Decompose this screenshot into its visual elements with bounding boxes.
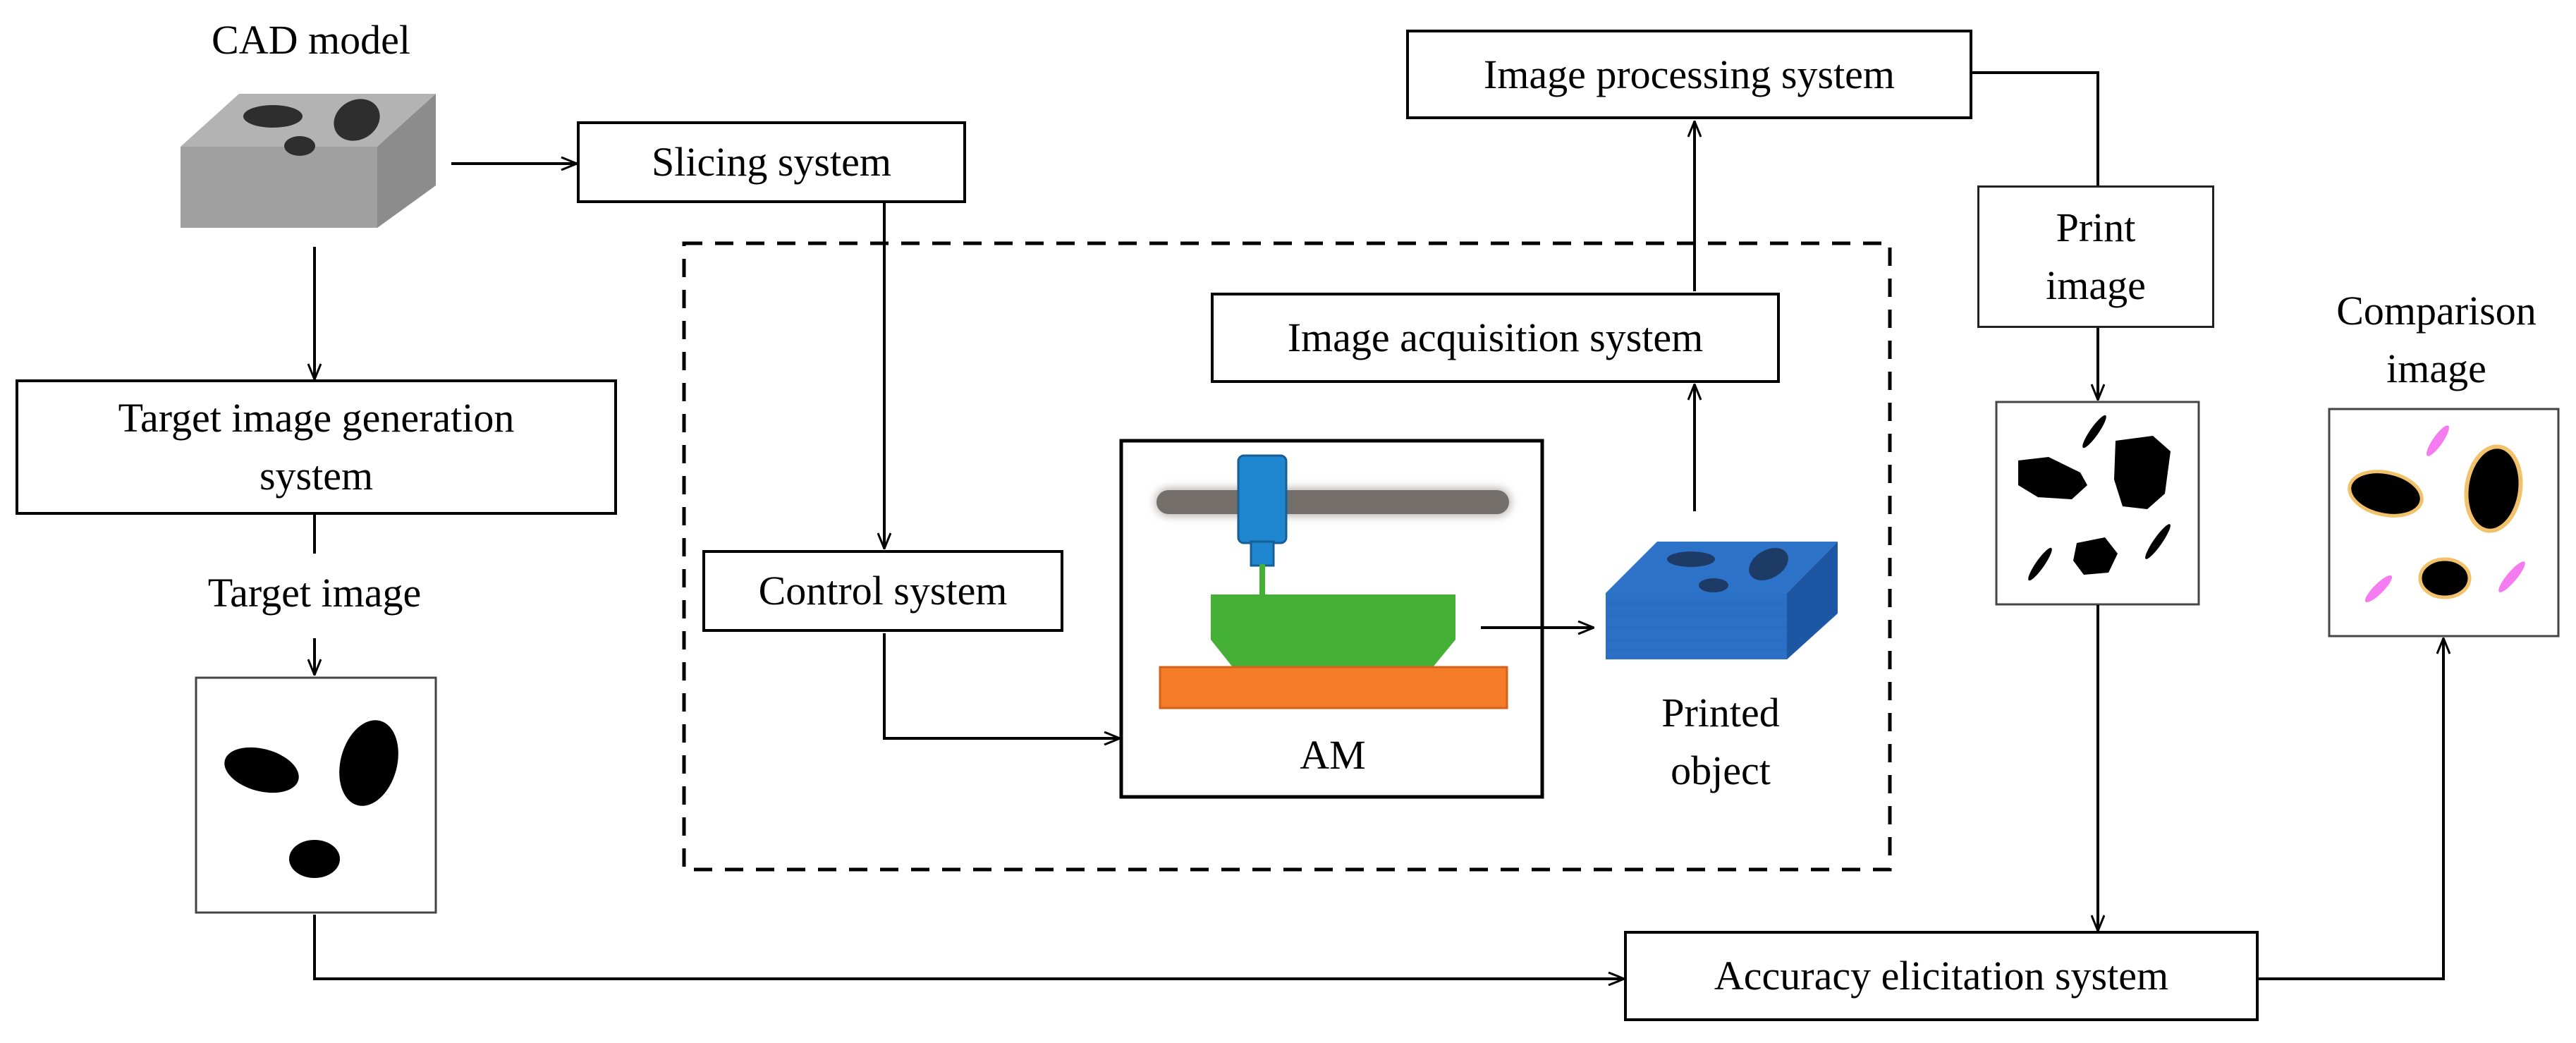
printed-line1: Printed bbox=[1661, 690, 1780, 736]
cad-model-block bbox=[181, 94, 436, 228]
cad-hole bbox=[284, 136, 315, 156]
slicing-system-label: Slicing system bbox=[652, 139, 891, 185]
filament bbox=[1259, 564, 1265, 596]
target-image-label: Target image bbox=[207, 570, 422, 616]
slicing-system-box: Slicing system bbox=[577, 121, 966, 203]
comparison-image-content bbox=[2328, 408, 2560, 638]
cad-hole bbox=[334, 99, 380, 141]
line-processing-to-print-label bbox=[1972, 71, 2099, 185]
image-acquisition-box: Image acquisition system bbox=[1211, 293, 1780, 383]
printed-object-illustration bbox=[1606, 542, 1838, 659]
accuracy-elicitation-box: Accuracy elicitation system bbox=[1624, 931, 2259, 1021]
nozzle-tip bbox=[1250, 540, 1275, 567]
comparison-image-panel bbox=[2328, 408, 2560, 638]
cad-hole bbox=[243, 105, 303, 128]
printer-rail bbox=[1156, 490, 1509, 514]
print-stroke bbox=[2145, 524, 2171, 559]
object-hole bbox=[1667, 551, 1715, 567]
cad-side-face bbox=[377, 94, 436, 228]
target-image-generation-box: Target image generation system bbox=[16, 379, 617, 515]
printed-object-label: Printed object bbox=[1580, 684, 1862, 800]
print-bed bbox=[1159, 666, 1508, 709]
arrow-control-to-am bbox=[883, 633, 1120, 738]
comparison-diff bbox=[2498, 561, 2525, 592]
print-blob bbox=[2018, 457, 2087, 499]
cad-model-label: CAD model bbox=[212, 17, 410, 63]
arrow-target-image-to-accuracy bbox=[313, 915, 1624, 979]
image-processing-label: Image processing system bbox=[1483, 51, 1896, 97]
print-stroke bbox=[2082, 415, 2106, 449]
control-system-label: Control system bbox=[758, 568, 1008, 614]
comparison-diff bbox=[2364, 575, 2393, 603]
object-side bbox=[1787, 542, 1838, 659]
print-stroke bbox=[2028, 547, 2052, 581]
print-image-line1: Print bbox=[2056, 205, 2136, 250]
target-gen-line1: Target image generation bbox=[118, 395, 515, 441]
arrow-accuracy-to-comparison bbox=[2259, 638, 2443, 980]
comparison-diff bbox=[2427, 425, 2449, 456]
printer-illustration bbox=[1155, 454, 1511, 709]
accuracy-elicitation-label: Accuracy elicitation system bbox=[1714, 953, 2169, 999]
target-image-content bbox=[195, 676, 437, 914]
print-blob bbox=[2073, 537, 2118, 575]
print-image-panel bbox=[1995, 401, 2200, 606]
target-gen-line2: system bbox=[259, 453, 374, 499]
printed-line2: object bbox=[1671, 748, 1771, 793]
target-blob bbox=[224, 747, 299, 793]
target-blob bbox=[289, 840, 340, 878]
comparison-blob bbox=[2348, 470, 2424, 518]
object-hole bbox=[1699, 578, 1728, 592]
print-image-content bbox=[1995, 401, 2200, 606]
object-front bbox=[1606, 593, 1787, 659]
target-blob bbox=[339, 720, 398, 806]
am-label: AM bbox=[1300, 732, 1366, 778]
object-hole bbox=[1749, 548, 1788, 580]
image-processing-box: Image processing system bbox=[1406, 30, 1972, 119]
comparison-blob bbox=[2464, 444, 2523, 533]
nozzle-body bbox=[1237, 454, 1288, 544]
print-image-line2: image bbox=[2046, 262, 2146, 308]
image-acquisition-label: Image acquisition system bbox=[1287, 315, 1704, 360]
control-system-box: Control system bbox=[702, 550, 1063, 632]
comparison-line2: image bbox=[2386, 346, 2486, 391]
print-blob bbox=[2114, 436, 2171, 509]
cad-front-face bbox=[181, 147, 377, 228]
connectors bbox=[313, 71, 2443, 980]
comparison-line1: Comparison bbox=[2336, 288, 2537, 334]
comparison-image-label: Comparison image bbox=[2288, 282, 2576, 398]
print-image-label-box: Print image bbox=[1977, 185, 2214, 328]
comparison-blob bbox=[2418, 557, 2472, 599]
printed-part bbox=[1211, 594, 1455, 667]
am-subsystem-frame bbox=[682, 241, 1892, 872]
